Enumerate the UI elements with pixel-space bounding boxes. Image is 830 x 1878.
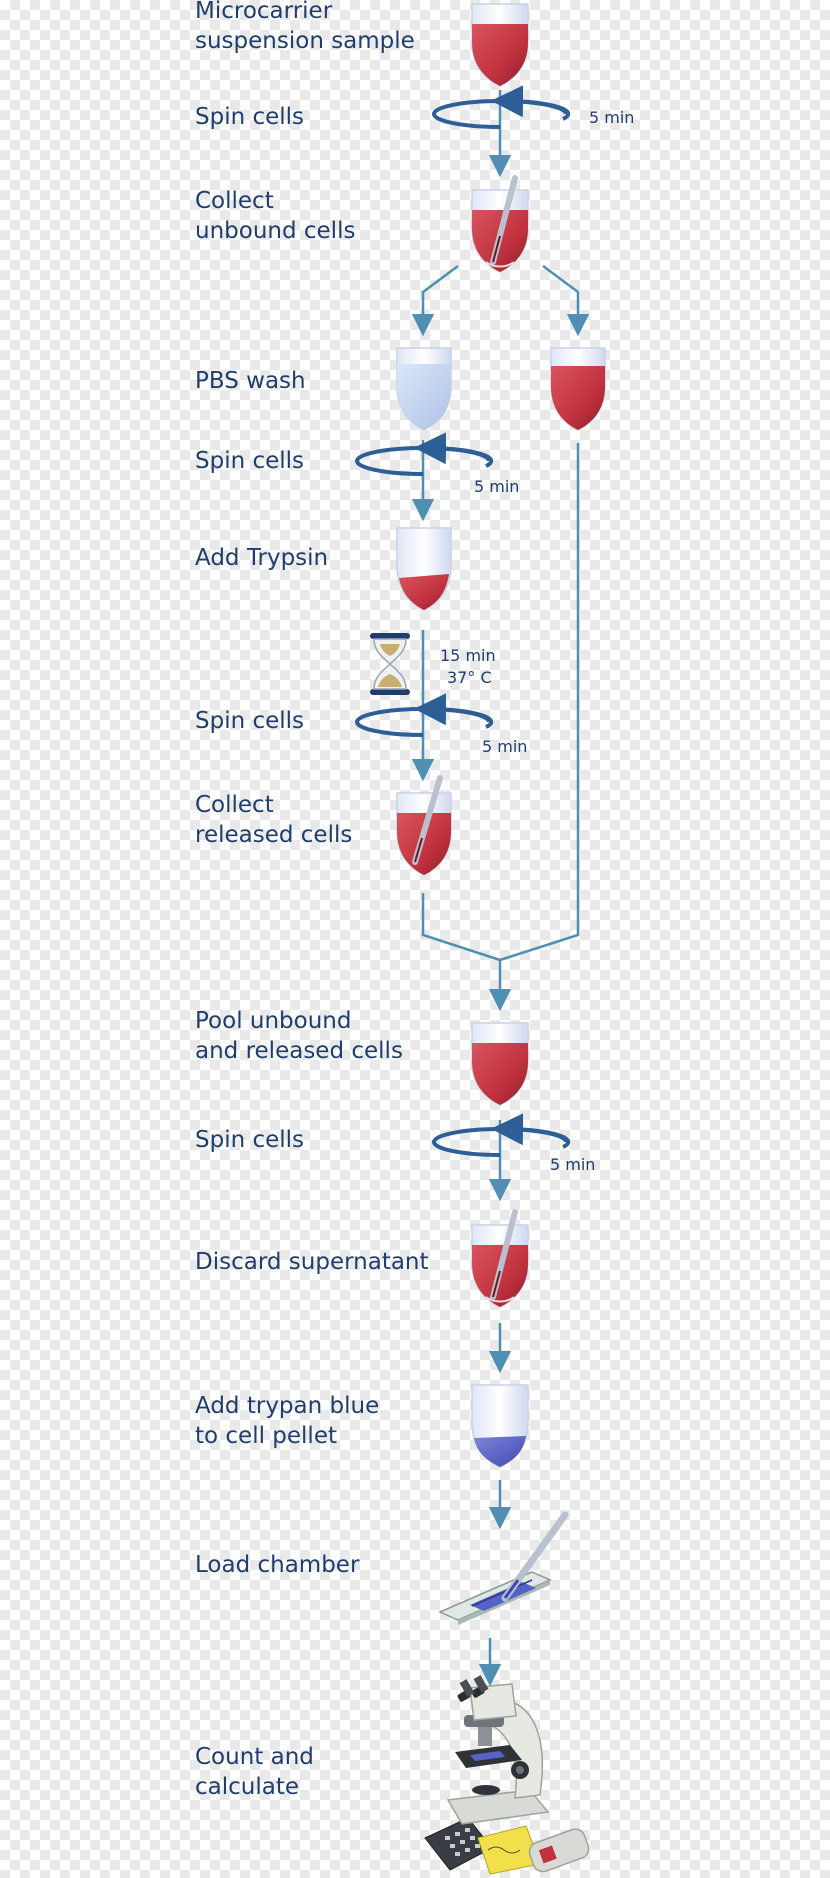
step-spin-cells-3-label: Spin cells xyxy=(195,708,305,734)
incubation-time: 15 min xyxy=(440,646,496,665)
step-add-trypan-label: Add trypan blue to cell pellet xyxy=(195,1393,380,1449)
microscope-icon xyxy=(424,1675,590,1875)
flow-merge-line xyxy=(421,443,580,962)
flow-arrow-split-left xyxy=(411,264,459,337)
pipette-icon xyxy=(490,175,518,265)
hemocytometer-icon xyxy=(438,1571,552,1625)
tube-icon xyxy=(550,347,606,431)
spin-1-time: 5 min xyxy=(589,108,635,127)
step-collect-unbound-label: Collect unbound cells xyxy=(195,188,356,244)
pipette-icon xyxy=(412,775,443,865)
tube-icon xyxy=(471,3,529,87)
hourglass-icon xyxy=(370,633,410,695)
tube-icon xyxy=(471,1022,529,1106)
spin-icon xyxy=(432,1113,571,1157)
incubation-temp: 37° C xyxy=(447,668,492,687)
spin-2-time: 5 min xyxy=(474,477,520,496)
spin-icon xyxy=(355,693,494,737)
step-spin-cells-1-label: Spin cells xyxy=(195,104,305,130)
spin-3-time: 5 min xyxy=(482,737,528,756)
step-collect-released-label: Collect released cells xyxy=(195,792,353,848)
tube-icon xyxy=(396,527,452,611)
spin-icon xyxy=(355,432,494,476)
step-count-label: Count and calculate xyxy=(195,1744,314,1800)
spin-icon xyxy=(432,85,571,129)
pipette-icon xyxy=(501,1511,569,1602)
tube-icon xyxy=(396,347,452,431)
step-add-trypsin-label: Add Trypsin xyxy=(195,545,329,571)
pipette-icon xyxy=(490,1209,518,1300)
step-spin-cells-2-label: Spin cells xyxy=(195,448,305,474)
step-discard-label: Discard supernatant xyxy=(195,1249,429,1275)
spin-4-time: 5 min xyxy=(550,1155,596,1174)
step-microcarrier-label: Microcarrier suspension sample xyxy=(195,0,415,54)
flow-arrow-split-right xyxy=(542,264,590,337)
step-load-chamber-label: Load chamber xyxy=(195,1552,360,1578)
step-pool-label: Pool unbound and released cells xyxy=(195,1008,403,1064)
tube-icon xyxy=(471,1384,529,1468)
step-spin-cells-4-label: Spin cells xyxy=(195,1127,305,1153)
step-pbs-wash-label: PBS wash xyxy=(195,368,306,394)
